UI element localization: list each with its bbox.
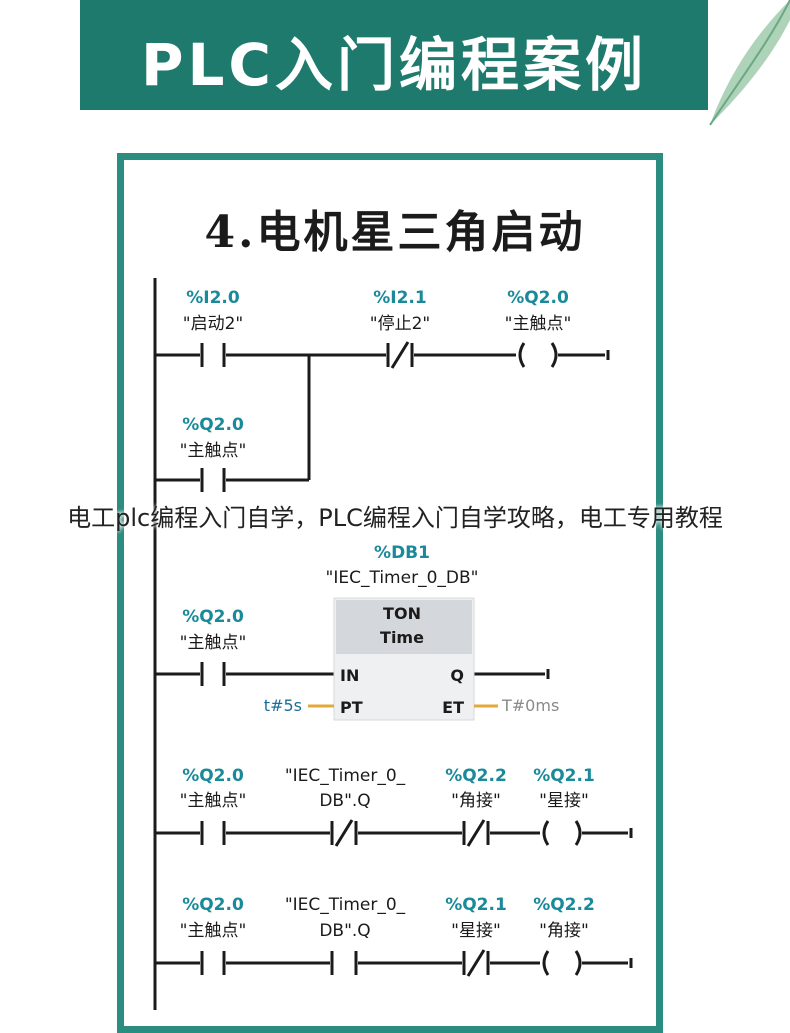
rung4-coil-tag: "角接" [539, 921, 589, 941]
rung4-c3-addr: %Q2.1 [445, 895, 507, 915]
rung3-c3-tag: "角接" [451, 791, 501, 811]
leaf-decoration-icon [709, 0, 790, 126]
rung1-branch-tag: "主触点" [180, 441, 247, 461]
rung2-contact-tag: "主触点" [180, 633, 247, 653]
timer-db-name: "IEC_Timer_0_DB" [326, 568, 479, 588]
diagram-frame [117, 153, 663, 1033]
contact-stop2-slash [390, 341, 410, 369]
rung4-coil-addr: %Q2.2 [533, 895, 595, 915]
rung3-coil-tag: "星接" [539, 791, 589, 811]
rung4-c2-line2: DB".Q [319, 921, 370, 941]
rung1-coil-addr: %Q2.0 [507, 288, 569, 308]
rung4-c3-tag: "星接" [451, 921, 501, 941]
timer-pt-pin: PT [340, 698, 363, 717]
timer-pt-value: t#5s [264, 696, 302, 715]
page-title: PLC入门编程案例 [140, 31, 648, 99]
rung3-c2-line1: "IEC_Timer_0_ [285, 766, 406, 786]
timer-q-pin: Q [450, 666, 464, 685]
rung4-c1-tag: "主触点" [180, 921, 247, 941]
rung3-c1-tag: "主触点" [180, 791, 247, 811]
caption-overlay: 电工plc编程入门自学，PLC编程入门自学攻略，电工专用教程 [67, 504, 723, 532]
rung1-c1-tag: "启动2" [183, 314, 243, 334]
rung4-c2-line1: "IEC_Timer_0_ [285, 895, 406, 915]
rung1-c2-tag: "停止2" [370, 314, 430, 334]
ton-timer-header [336, 600, 472, 654]
timer-type: TON [383, 604, 421, 623]
rung3-c1-addr: %Q2.0 [182, 766, 244, 786]
coil-q20-right [550, 342, 558, 368]
diagram-title: 4.电机星三角启动 [204, 207, 586, 258]
rung2-contact-addr: %Q2.0 [182, 607, 244, 627]
coil-q20-left [518, 342, 526, 368]
rung1-coil-tag: "主触点" [505, 314, 572, 334]
timer-in-pin: IN [340, 666, 359, 685]
timer-et-pin: ET [442, 698, 464, 717]
title-banner: PLC入门编程案例 [80, 0, 708, 110]
rung3-c2-line2: DB".Q [319, 791, 370, 811]
timer-unit: Time [380, 628, 424, 647]
rung1-c1-addr: %I2.0 [186, 288, 240, 308]
timer-et-value: T#0ms [501, 696, 559, 715]
rung1-branch-addr: %Q2.0 [182, 415, 244, 435]
rung1-c2-addr: %I2.1 [373, 288, 426, 308]
timer-db-addr: %DB1 [374, 543, 430, 563]
rung3-c3-addr: %Q2.2 [445, 766, 507, 786]
rung3-coil-addr: %Q2.1 [533, 766, 595, 786]
rung4-c1-addr: %Q2.0 [182, 895, 244, 915]
